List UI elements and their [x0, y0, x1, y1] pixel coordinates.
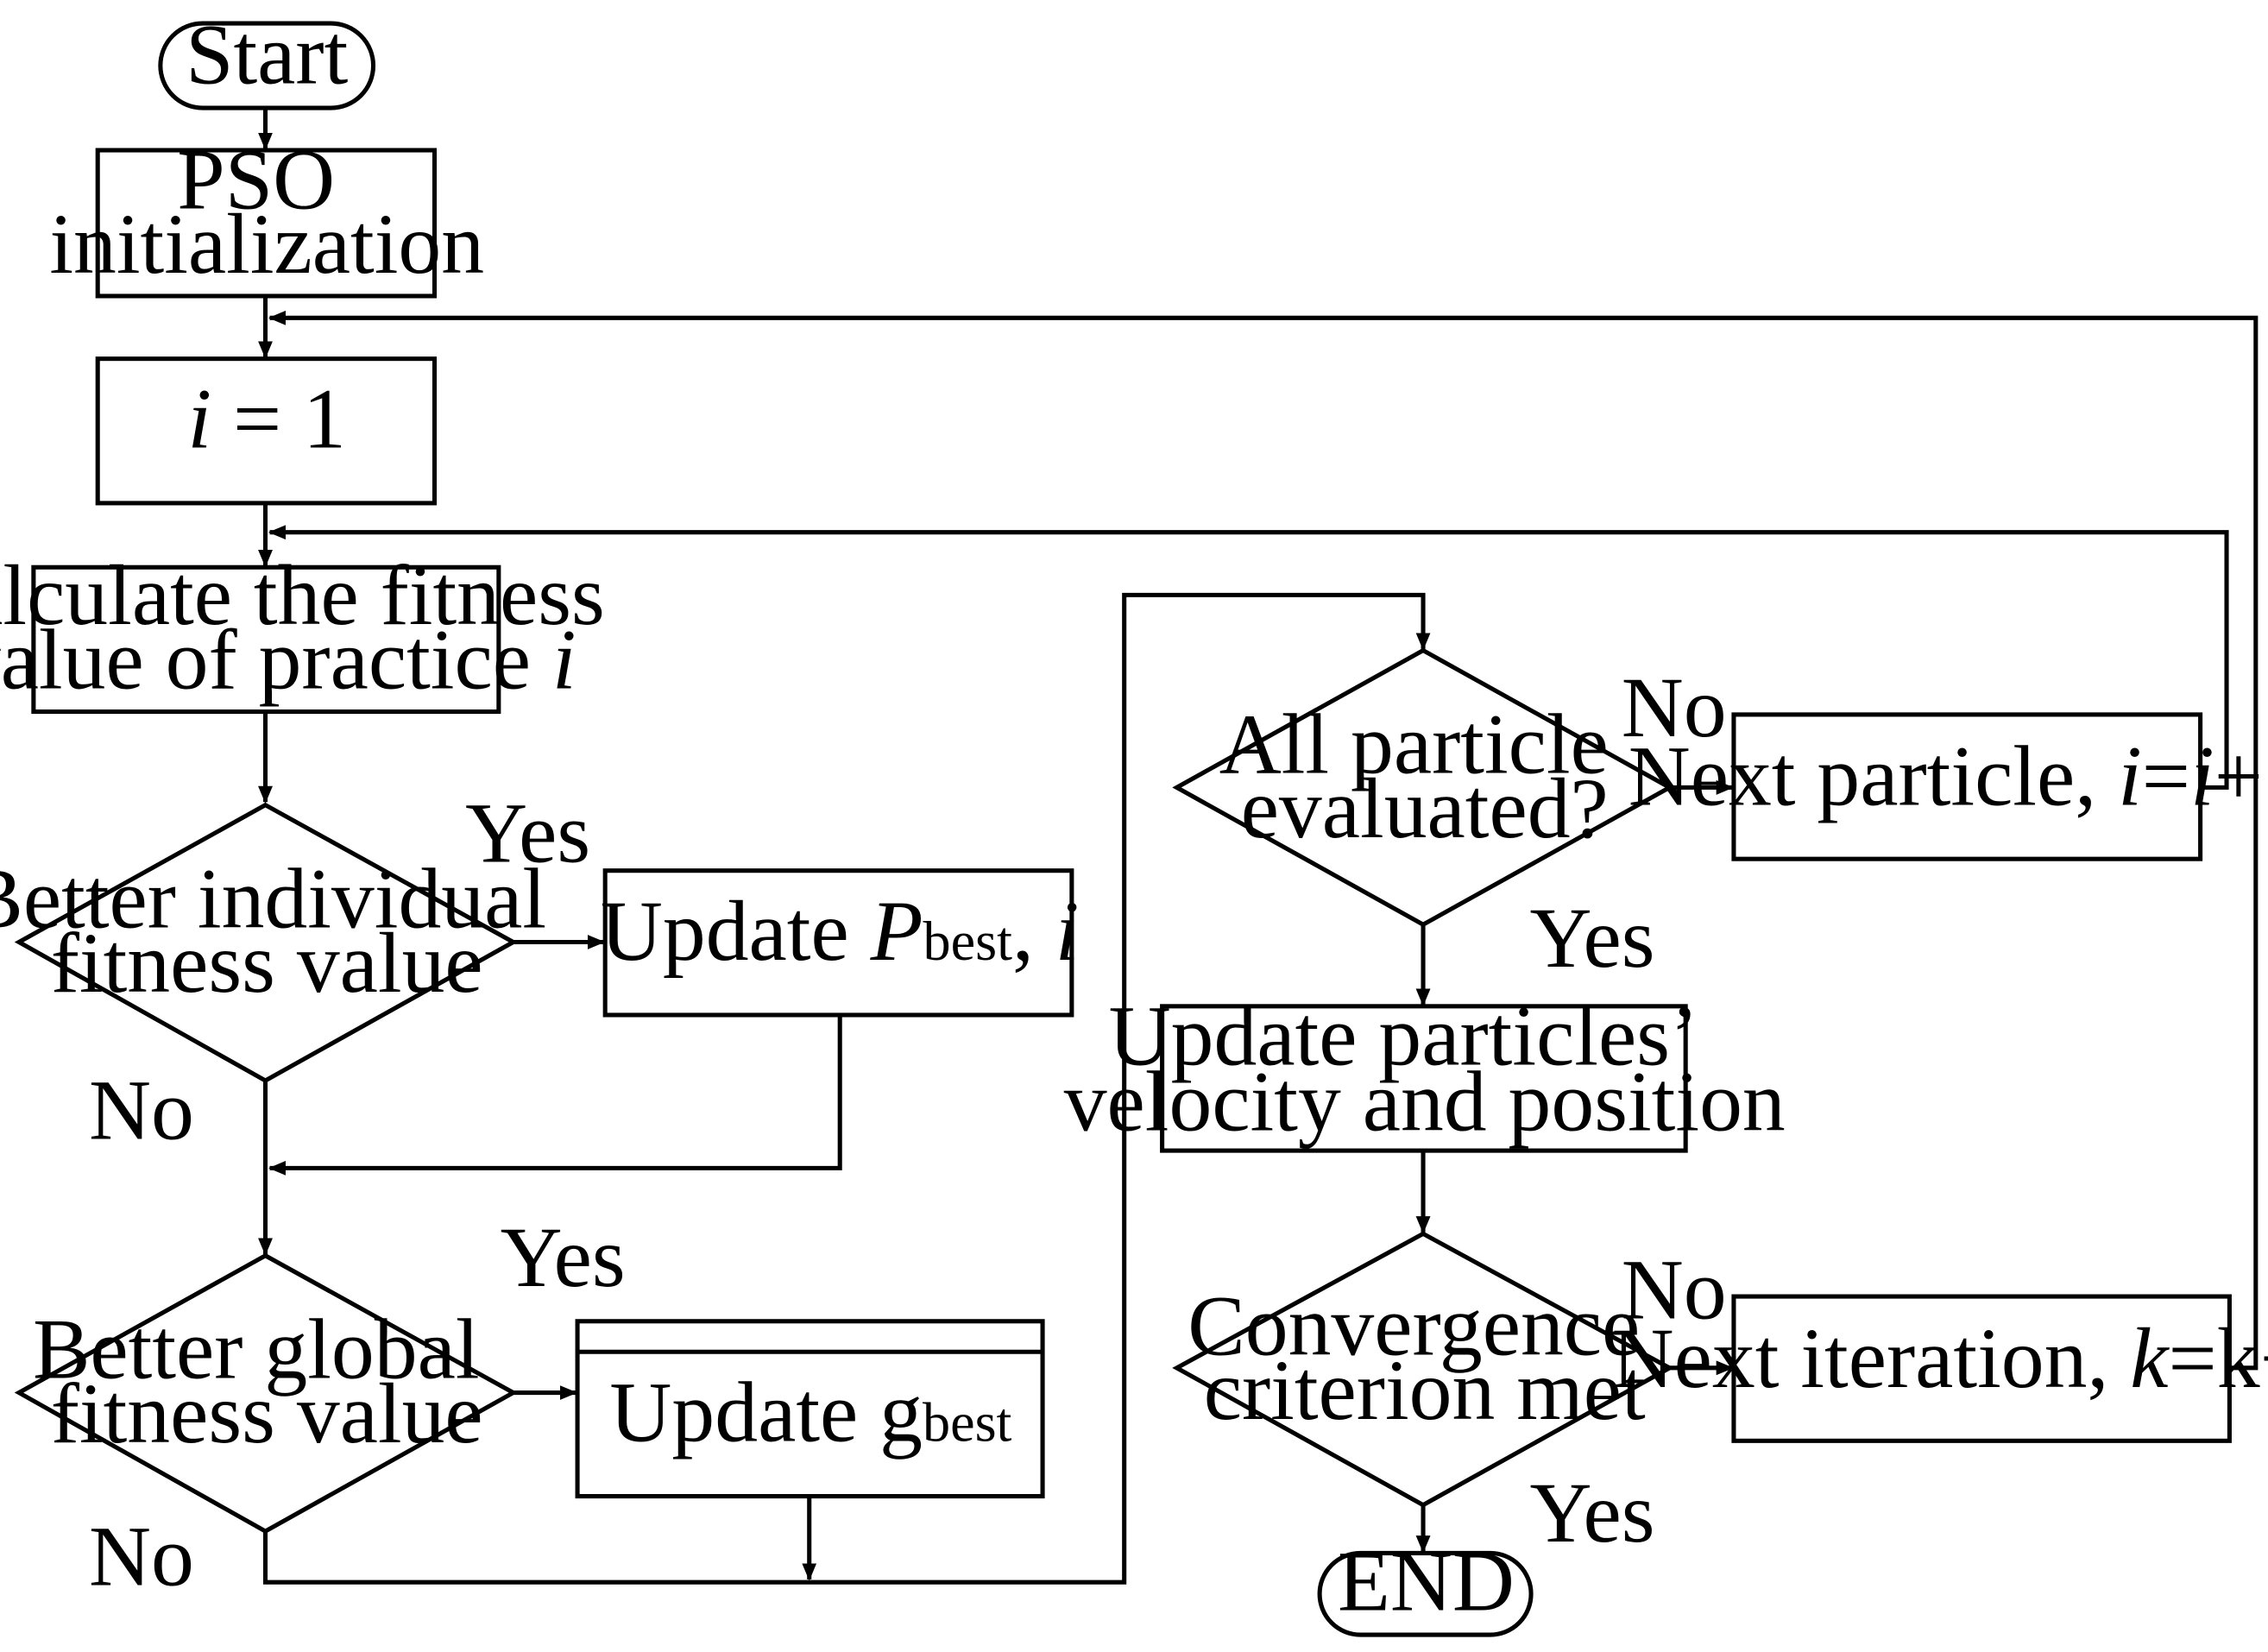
- end-label: END: [1338, 1533, 1515, 1629]
- end-terminal: [1317, 1550, 1534, 1637]
- all-evaluated-label: All particle evaluated?: [1219, 696, 1630, 855]
- pso-init-label: PSO initialization: [49, 132, 484, 292]
- update-velocity-label: Update particles’ velocity and position: [1064, 987, 1786, 1149]
- connectors: [258, 108, 2259, 1585]
- better-global-decision: [14, 1252, 518, 1534]
- update-pbest-label: Update Pbest, i: [601, 883, 1080, 979]
- individual-no-label: No: [89, 1062, 194, 1158]
- all-evaluated-decision: [1172, 647, 1674, 928]
- pso-init-box: [95, 148, 438, 299]
- update-velocity-box: [1160, 1004, 1688, 1153]
- evaluated-no-label: No: [1622, 659, 1727, 755]
- arrow-global-no-to-evaluated: [262, 592, 1431, 1585]
- arrow-next-particle-loop: [268, 525, 2229, 790]
- better-individual-decision: [14, 802, 518, 1083]
- arrow-next-iteration-loop: [268, 310, 2259, 1371]
- evaluated-yes-label: Yes: [1530, 890, 1655, 986]
- individual-yes-label: Yes: [465, 785, 590, 881]
- global-no-label: No: [89, 1509, 194, 1605]
- convergence-label: Convergence criterion met: [1188, 1278, 1661, 1438]
- update-pbest-box: [602, 868, 1074, 1018]
- next-particle-box: [1731, 712, 2203, 861]
- calc-fitness-label: Calculate the fitness value of practice …: [0, 547, 627, 707]
- start-terminal: [158, 21, 376, 110]
- i-eq-1-label: i = 1: [187, 371, 346, 467]
- global-yes-label: Yes: [501, 1209, 626, 1305]
- start-label: Start: [186, 6, 349, 102]
- next-particle-label: Next particle, i=i+1: [1629, 728, 2268, 824]
- arrow-pbest-merge: [268, 1014, 842, 1176]
- convergence-yes-label: Yes: [1530, 1465, 1655, 1561]
- i-eq-1-box: [95, 356, 438, 506]
- better-individual-label: Better individual fitness value: [0, 851, 568, 1011]
- better-global-label: Better global fitness value: [33, 1302, 501, 1461]
- calc-fitness-box: [31, 564, 501, 715]
- next-iteration-box: [1731, 1294, 2232, 1443]
- next-iteration-label: Next iteration, k=k+1: [1612, 1310, 2268, 1406]
- convergence-decision: [1172, 1231, 1674, 1508]
- convergence-no-label: No: [1622, 1241, 1727, 1337]
- update-gbest-label: Update gbest: [609, 1364, 1011, 1460]
